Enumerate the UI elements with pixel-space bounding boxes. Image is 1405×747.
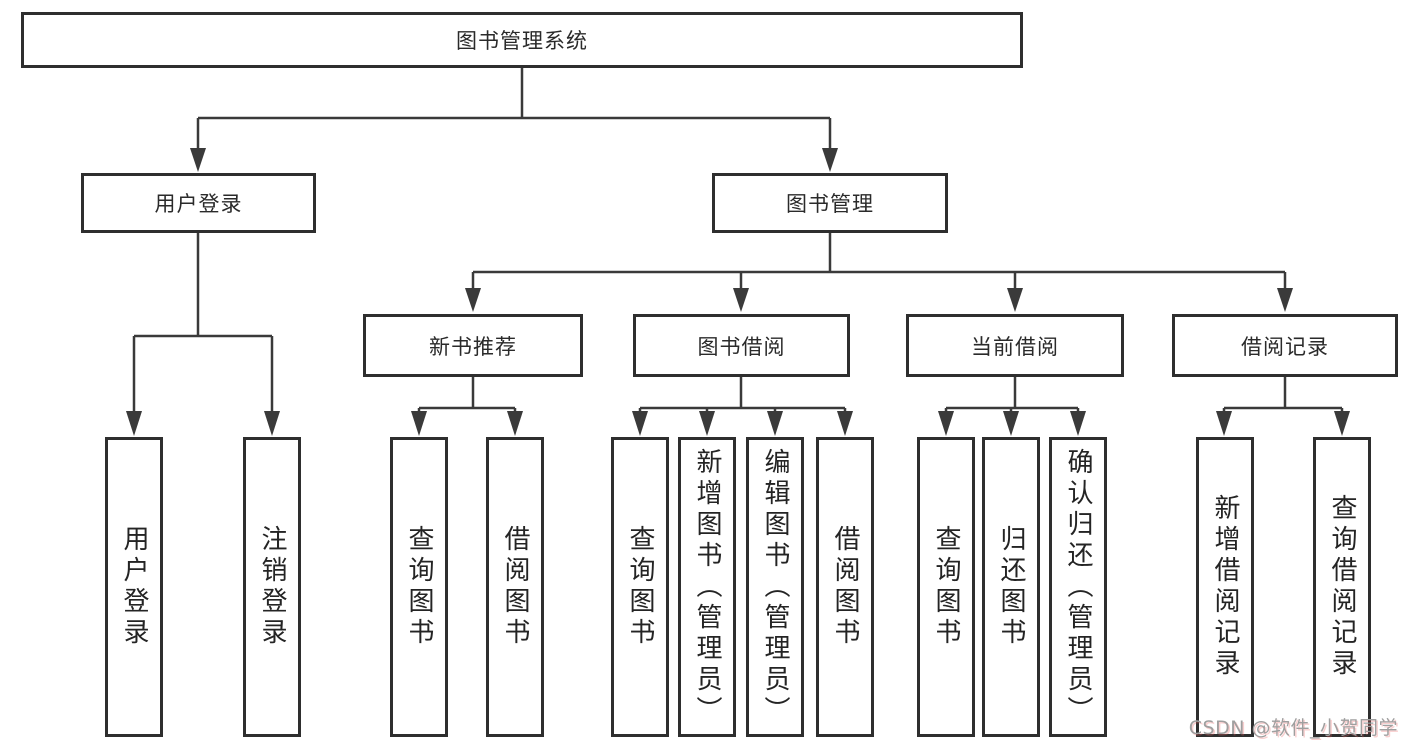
node-label: 新书推荐 [429,334,517,359]
leaf-query-books-current: 查询图书 [917,437,975,737]
arrowhead-icon [822,148,838,172]
arrowhead-icon [938,411,954,436]
leaf-return-books: 归还图书 [982,437,1040,737]
arrowhead-icon [1334,411,1350,436]
csdn-watermark: CSDN @软件_小贺同学 [1188,717,1398,739]
leaf-label: 新增借阅记录 [1210,494,1240,680]
leaf-edit-books-admin: 编辑图书（管理员） [746,437,804,737]
leaf-logout: 注销登录 [243,437,301,737]
arrowhead-icon [126,411,142,436]
node-label: 图书借阅 [697,334,786,359]
leaf-confirm-return-admin: 确认归还（管理员） [1049,437,1107,737]
node-label: 借阅记录 [1241,334,1329,359]
arrowhead-icon [465,288,481,312]
arrowhead-icon [1003,411,1019,436]
arrowhead-icon [632,411,648,436]
leaf-label: 查询图书 [625,525,655,649]
arrowhead-icon [699,411,715,436]
node-label: 当前借阅 [971,334,1059,359]
arrowhead-icon [1277,288,1293,312]
node-label: 图书管理系统 [456,29,588,53]
leaf-query-books-recommend: 查询图书 [390,437,448,737]
leaf-label: 注销登录 [257,525,287,649]
leaf-user-login: 用户登录 [105,437,163,737]
leaf-label: 新增图书（管理员） [692,447,722,727]
arrowhead-icon [1007,288,1023,312]
leaf-query-books-borrow: 查询图书 [611,437,669,737]
arrowhead-icon [733,288,749,312]
node-user-login: 用户登录 [81,173,316,233]
leaf-add-books-admin: 新增图书（管理员） [678,437,736,737]
leaf-label: 归还图书 [996,525,1026,649]
leaf-label: 查询借阅记录 [1327,494,1357,680]
leaf-query-borrow-record: 查询借阅记录 [1313,437,1371,737]
arrowhead-icon [411,411,427,436]
leaf-label: 确认归还（管理员） [1063,447,1093,727]
leaf-borrow-books-recommend: 借阅图书 [486,437,544,737]
node-new-book-recommendation: 新书推荐 [363,314,583,377]
connector-lines [132,68,1344,412]
arrowhead-icon [507,411,523,436]
node-book-management: 图书管理 [712,173,948,233]
node-current-borrowing: 当前借阅 [906,314,1124,377]
arrowhead-icon [1216,411,1232,436]
node-borrowing-records: 借阅记录 [1172,314,1398,377]
leaf-label: 用户登录 [119,525,149,649]
leaf-label: 查询图书 [404,525,434,649]
node-book-borrowing: 图书借阅 [633,314,850,377]
leaf-label: 编辑图书（管理员） [760,447,790,727]
leaf-label: 借阅图书 [500,525,530,649]
node-library-management-system: 图书管理系统 [21,12,1023,68]
node-label: 图书管理 [786,192,874,216]
leaf-label: 借阅图书 [830,525,860,649]
arrowhead-icon [1070,411,1086,436]
leaf-label: 查询图书 [931,525,961,649]
node-label: 用户登录 [154,192,243,216]
arrowhead-icon [190,148,206,172]
arrowhead-icon [837,411,853,436]
leaf-add-borrow-record: 新增借阅记录 [1196,437,1254,737]
arrowhead-icon [767,411,783,436]
leaf-borrow-books: 借阅图书 [816,437,874,737]
arrowhead-icon [264,411,280,436]
